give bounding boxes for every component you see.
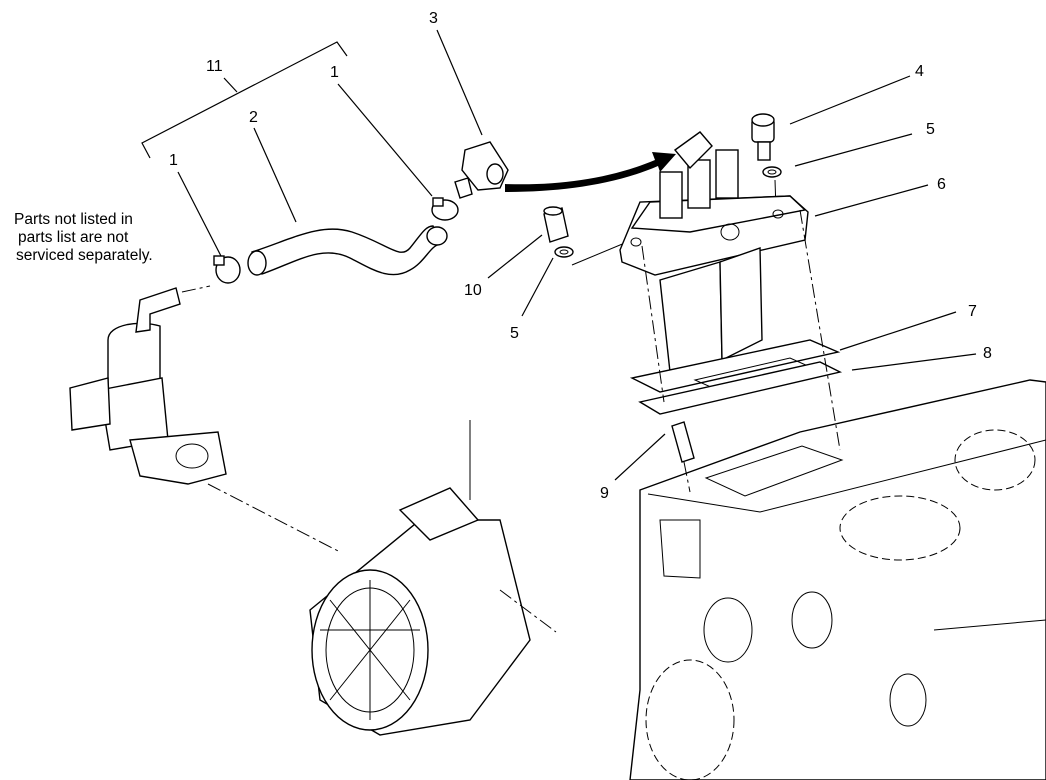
hose-clamp — [431, 197, 459, 221]
callout-5-top: 5 — [926, 121, 935, 138]
injection-pump — [619, 131, 809, 373]
parts-note-line: Parts not listed in — [14, 211, 133, 228]
gear-housing — [309, 420, 557, 736]
parts-note-line: parts list are not — [18, 229, 129, 246]
callout-1-right: 1 — [330, 64, 339, 81]
parts-note-line: serviced separately. — [16, 247, 153, 264]
cap-screw — [751, 113, 775, 161]
callout-6: 6 — [937, 176, 946, 193]
callout-10: 10 — [464, 282, 482, 299]
callout-5-bottom: 5 — [510, 325, 519, 342]
flow-arrow — [505, 152, 676, 192]
alignment-lines — [181, 209, 841, 493]
cap-nut — [543, 206, 569, 243]
callout-9: 9 — [600, 485, 609, 502]
kit-bracket — [141, 41, 348, 159]
gasket-lower — [638, 361, 843, 415]
stud — [671, 421, 695, 463]
fuel-pump — [69, 287, 341, 553]
callout-11: 11 — [206, 58, 223, 75]
callout-3: 3 — [429, 10, 438, 27]
engine-block — [629, 379, 1046, 780]
leader-lines — [177, 29, 977, 481]
fuel-hose — [213, 197, 459, 284]
parts-note: Parts not listed in parts list are not s… — [14, 211, 194, 265]
callout-1-left: 1 — [169, 152, 178, 169]
o-ring-washer — [762, 166, 782, 178]
banjo-fitting — [454, 141, 509, 199]
callout-7: 7 — [968, 303, 977, 320]
callout-8: 8 — [983, 345, 992, 362]
callout-labels: 11 1 1 2 3 4 5 5 6 7 8 9 10 — [169, 10, 992, 502]
o-ring-washer — [554, 246, 574, 258]
hose-clamp — [213, 255, 241, 284]
callout-4: 4 — [915, 63, 924, 80]
callout-2: 2 — [249, 109, 258, 126]
